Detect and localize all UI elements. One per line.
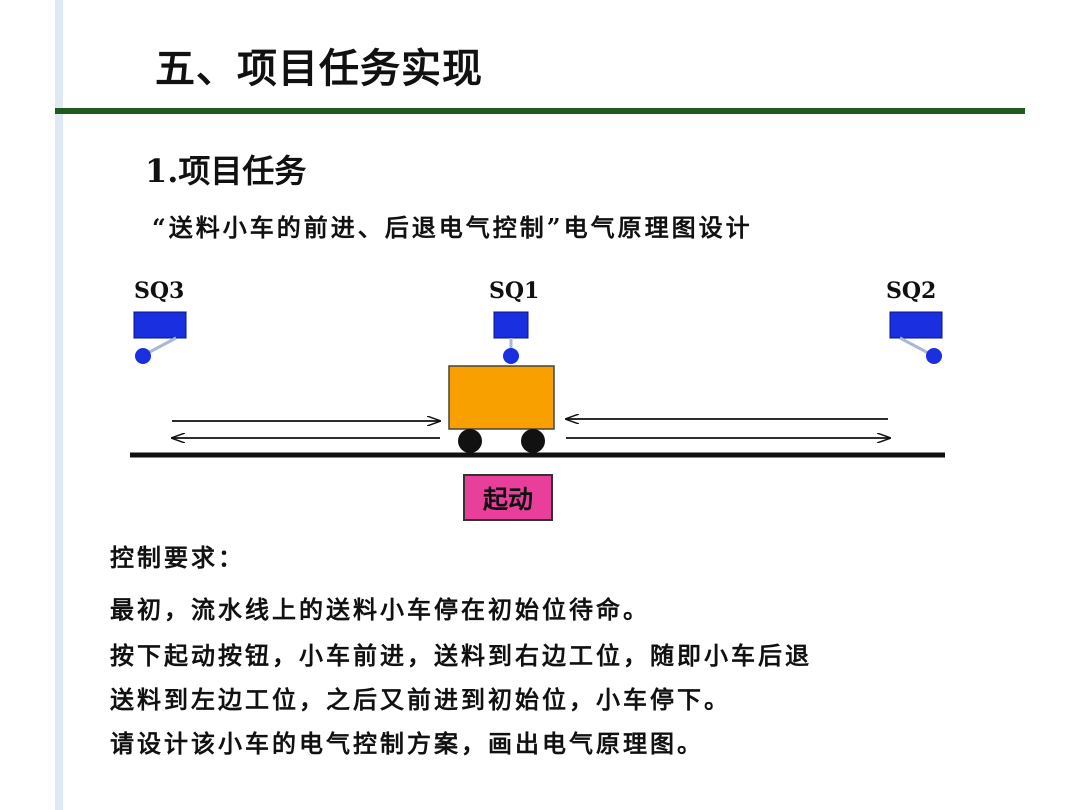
switch-label-sq1: SQ1	[489, 278, 539, 304]
title-divider	[55, 108, 1025, 114]
requirement-line: 送料到左边工位，之后又前进到初始位，小车停下。	[110, 685, 731, 714]
switch-label-sq2: SQ2	[886, 278, 936, 304]
requirement-line: 最初，流水线上的送料小车停在初始位待命。	[110, 595, 650, 624]
start-button[interactable]: 起动	[463, 474, 553, 521]
requirement-line: 请设计该小车的电气控制方案，画出电气原理图。	[110, 729, 704, 758]
limit-switch-sq1-icon	[493, 311, 529, 364]
limit-switch-sq3-icon	[133, 311, 187, 364]
page-title: 五、项目任务实现	[155, 46, 483, 92]
requirement-line: 按下起动按钮，小车前进，送料到右边工位，随即小车后退	[110, 641, 812, 670]
switch-label-sq3: SQ3	[134, 278, 184, 304]
limit-switch-sq2-icon	[889, 311, 943, 364]
task-subtitle: “送料小车的前进、后退电气控制”电气原理图设计	[152, 213, 753, 242]
section-heading: 1.项目任务	[145, 152, 307, 190]
cart-icon	[448, 365, 555, 453]
requirements-heading: 控制要求：	[110, 543, 245, 572]
left-accent-bar	[55, 0, 63, 810]
